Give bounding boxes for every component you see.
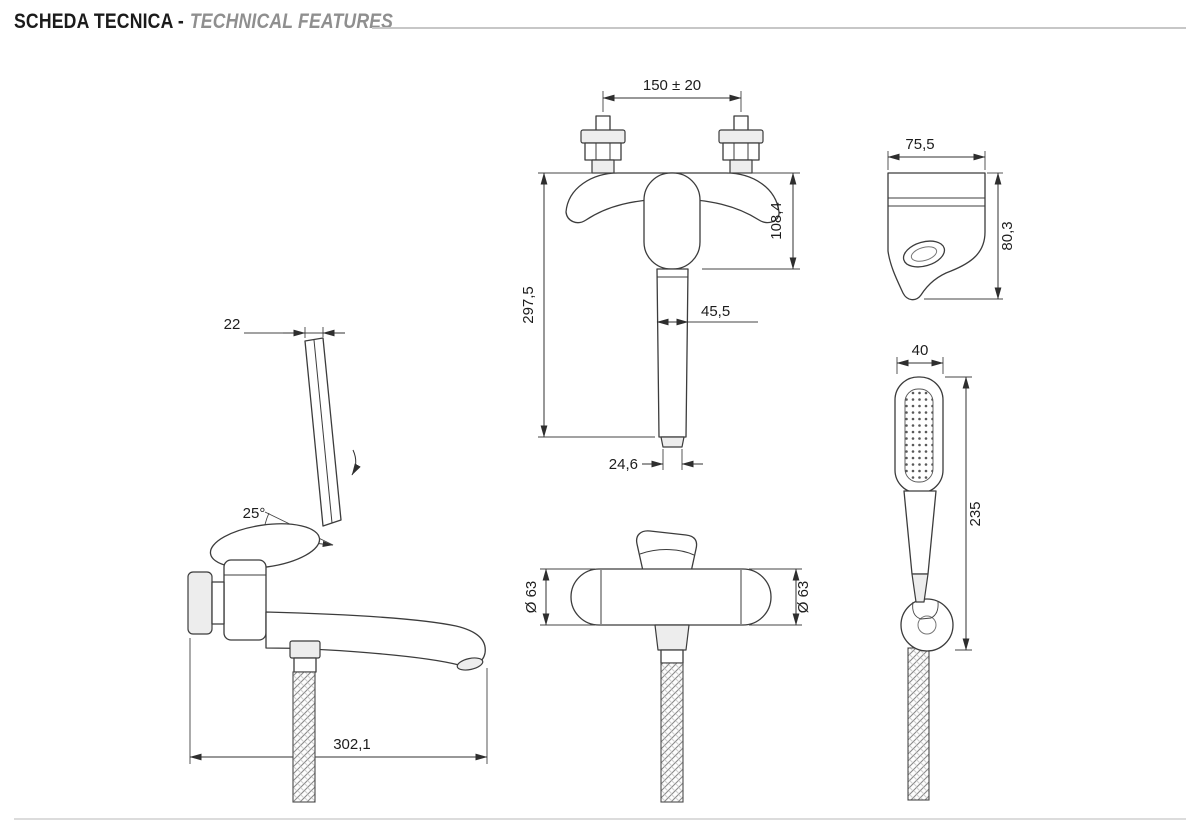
- side-view-drawing: 22 25° 302,1: [187, 316, 488, 803]
- dimension-label-profile-width: 75,5: [905, 136, 934, 153]
- dimension-label-diameter-left: Ø 63: [523, 581, 540, 614]
- spout-outlet: [660, 436, 685, 448]
- dimension-label-diameter-right: Ø 63: [795, 581, 812, 614]
- shower-holder: [900, 598, 954, 652]
- wall-union-left: [580, 115, 626, 174]
- hose-connector: [289, 640, 321, 659]
- body-profile: [887, 172, 986, 301]
- dimension-label-outlet-width: 24,6: [609, 456, 638, 473]
- page-title: SCHEDA TECNICA -TECHNICAL FEATURES: [14, 10, 393, 34]
- outlet-nut: [654, 624, 690, 651]
- rotation-arrow: [351, 449, 361, 476]
- spray-face: [904, 388, 934, 483]
- footer-rule: [14, 818, 1186, 820]
- shower-handle: [903, 490, 937, 575]
- dimension-label-head-width: 40: [912, 342, 929, 359]
- mixer-central-body: [643, 172, 701, 270]
- bath-spout: [265, 611, 486, 667]
- spout-aerator: [456, 657, 484, 671]
- wall-flange: [187, 571, 213, 635]
- flexible-hose: [660, 662, 684, 803]
- dimension-label-tube-width: 45,5: [701, 303, 730, 320]
- dimension-label-profile-height: 80,3: [999, 221, 1016, 250]
- dimension-label-total-height: 297,5: [520, 286, 537, 324]
- shower-hose: [907, 647, 930, 801]
- flexible-hose: [292, 671, 316, 803]
- dimension-label-center-distance: 150 ± 20: [643, 77, 701, 94]
- handshower-drawing: 40 235: [894, 342, 984, 801]
- mixer-handle: [635, 530, 698, 573]
- dimension-label-spout-reach: 302,1: [333, 736, 371, 753]
- title-secondary: TECHNICAL FEATURES: [189, 10, 394, 33]
- mixer-front-view-drawing: Ø 63 Ø 63: [523, 530, 812, 803]
- dimension-label-body-height: 108,4: [768, 202, 785, 240]
- spout-drop-tube: [656, 268, 689, 438]
- dimension-label-shower-length: 235: [967, 501, 984, 526]
- dimension-label-handle-angle: 25°: [243, 505, 266, 522]
- title-primary: SCHEDA TECNICA -: [14, 10, 184, 33]
- wall-union-right: [718, 115, 764, 174]
- valve-body: [223, 559, 267, 641]
- lever-cap: [209, 523, 321, 569]
- hose-cone: [911, 573, 929, 603]
- dimension-label-handle-thickness: 22: [224, 316, 241, 333]
- header-rule: [372, 27, 1186, 29]
- front-view-drawing: 150 ± 20 297,5 108,4 45,5 24,6: [520, 77, 800, 473]
- profile-view-drawing: 75,5 80,3: [887, 136, 1016, 301]
